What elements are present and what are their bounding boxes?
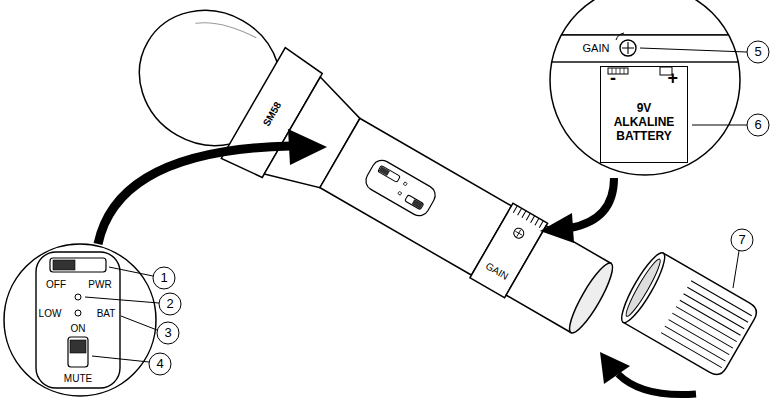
leader-line bbox=[733, 251, 739, 288]
cap-opening bbox=[615, 249, 671, 327]
mute-switch bbox=[68, 337, 88, 367]
terminal-sign: + bbox=[667, 67, 678, 89]
grille-shade bbox=[195, 8, 256, 54]
switch-knob bbox=[70, 340, 86, 353]
switch-knob bbox=[379, 167, 389, 176]
collar-knurl bbox=[513, 206, 543, 228]
mute-switch bbox=[405, 195, 424, 210]
detail-circle bbox=[4, 244, 156, 396]
power-switch bbox=[50, 258, 106, 272]
switch-label: PWR bbox=[88, 279, 111, 290]
power-led bbox=[75, 294, 81, 300]
switch-panel bbox=[362, 157, 439, 220]
led bbox=[398, 191, 402, 195]
leader-line bbox=[85, 297, 159, 303]
microphone bbox=[115, 0, 761, 400]
cap-ribs bbox=[661, 281, 752, 368]
pointer-arrow bbox=[98, 146, 290, 244]
cap-thread bbox=[622, 257, 664, 319]
callout-number: 7 bbox=[731, 229, 754, 252]
callout-number: 2 bbox=[159, 293, 182, 316]
control-label: GAIN bbox=[484, 260, 511, 282]
battery-led bbox=[75, 310, 81, 316]
turn-mark bbox=[616, 33, 624, 40]
sleeve-opening bbox=[563, 259, 619, 337]
arrow-head bbox=[540, 213, 574, 243]
arrow-head bbox=[600, 352, 630, 384]
detail-circle bbox=[550, 0, 740, 175]
leader-line bbox=[121, 316, 157, 330]
control-label: GAIN bbox=[583, 42, 610, 54]
battery-body: - +9V ALKALINE BATTERY bbox=[600, 66, 688, 163]
switch-label: OFF bbox=[46, 279, 66, 290]
battery-cap bbox=[615, 249, 760, 379]
terminal-sign: - bbox=[610, 67, 616, 89]
callout-number: 1 bbox=[153, 267, 176, 290]
callout-number: 4 bbox=[149, 353, 172, 376]
battery-detail bbox=[540, 0, 760, 75]
callout-number: 3 bbox=[157, 322, 180, 345]
leader-lines bbox=[85, 48, 747, 362]
leader-line bbox=[692, 125, 747, 126]
leader-line bbox=[109, 267, 153, 276]
indicator-label: LOW bbox=[39, 308, 62, 319]
leader-line bbox=[640, 48, 747, 52]
gain-collar bbox=[540, 35, 760, 62]
twist-arrow bbox=[618, 374, 696, 395]
gain-screw bbox=[620, 40, 636, 56]
indicator-label: BAT bbox=[97, 308, 116, 319]
pointer-arrow bbox=[570, 178, 614, 228]
switch-label: ON bbox=[71, 323, 86, 334]
switch-knob bbox=[53, 260, 75, 270]
switch-knob bbox=[412, 200, 422, 209]
gain-screw bbox=[512, 226, 526, 240]
power-switch bbox=[378, 165, 401, 182]
callout-number: 6 bbox=[747, 114, 770, 137]
model-name: SM58 bbox=[261, 100, 284, 128]
switch-label: MUTE bbox=[64, 373, 92, 384]
leader-line bbox=[92, 356, 149, 362]
mic-handle bbox=[320, 118, 512, 275]
switch-panel bbox=[36, 252, 120, 388]
screw-slot bbox=[513, 228, 524, 239]
screw-slot bbox=[622, 42, 634, 54]
arrow-head bbox=[288, 129, 327, 165]
led bbox=[403, 182, 407, 186]
battery-label: 9V ALKALINE BATTERY bbox=[606, 101, 682, 143]
callout-number: 5 bbox=[747, 41, 770, 64]
